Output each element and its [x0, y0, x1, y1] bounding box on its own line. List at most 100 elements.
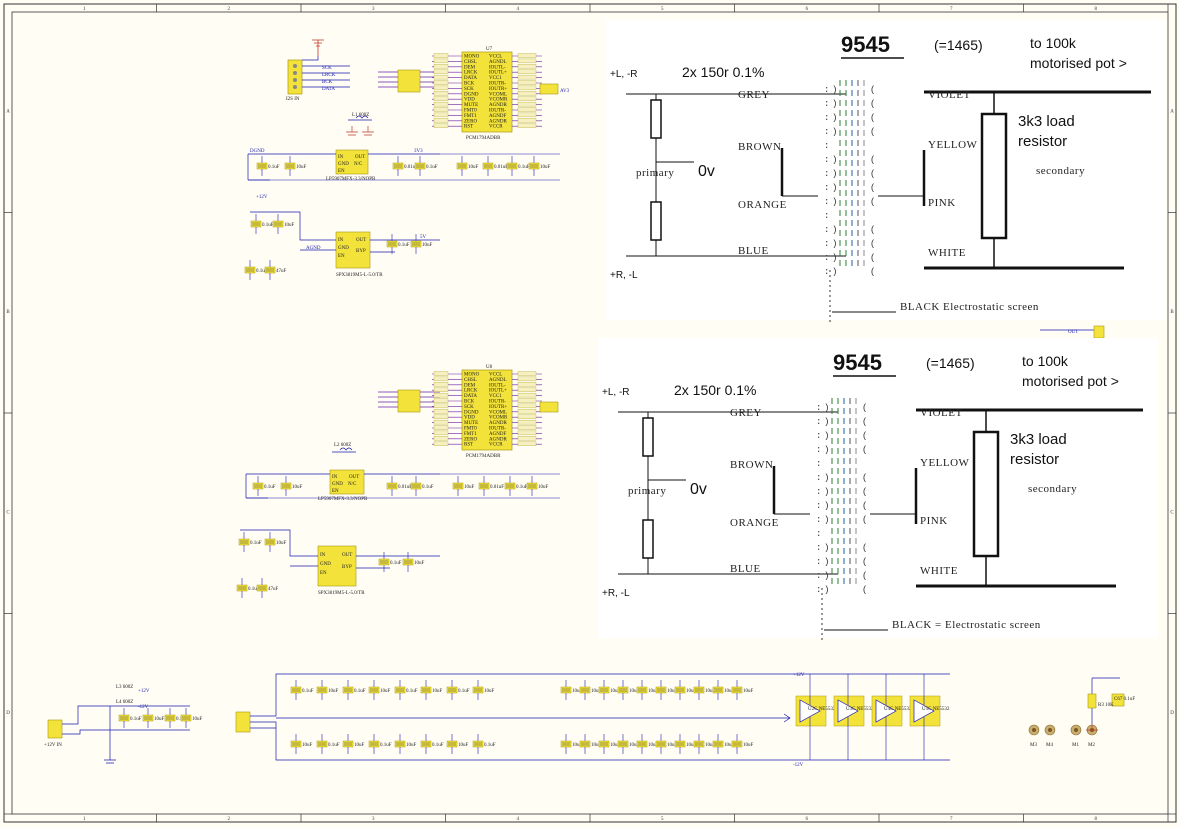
svg-text::: :: [816, 403, 821, 413]
dac-pin-label: VCOML: [489, 410, 507, 415]
capacitor-value: 10uF: [468, 165, 479, 170]
capacitor-value: 10uF: [464, 485, 475, 490]
dac-ref: U7: [486, 47, 493, 52]
svg-text:EN: EN: [320, 571, 327, 576]
dac-pin-label: LRCK: [464, 71, 478, 76]
header-label: I2S IN: [286, 97, 300, 102]
capacitor-value: 0.01uF: [494, 165, 508, 170]
svg-text::: :: [816, 459, 821, 469]
i2s-header: SCK LRCK BCK DATA I2S IN: [286, 39, 350, 102]
power-in-connector: [47, 719, 63, 739]
capacitor-value: 10uF: [629, 743, 640, 748]
capacitor-value: 0.1uF: [354, 689, 366, 694]
wire-color-label: VIOLET: [928, 89, 971, 101]
dac-pin-label: DATA: [464, 394, 477, 399]
capacitor-value: 10uF: [458, 743, 469, 748]
svg-text::: :: [824, 169, 829, 179]
capacitor-value: 0.1uF: [432, 743, 444, 748]
primary-label: primary: [636, 167, 674, 179]
svg-text:): ): [824, 431, 829, 441]
dac-pin-label: VCOML: [489, 92, 507, 97]
svg-text:): ): [832, 197, 837, 207]
svg-text:(: (: [862, 501, 867, 511]
svg-text:): ): [824, 543, 829, 553]
dac-pin-label: VCC1: [489, 394, 502, 399]
svg-text:(: (: [870, 239, 875, 249]
resistor-array: [397, 69, 421, 93]
capacitor-value: 0.1uF: [380, 743, 392, 748]
opamp-label: U2C NE5532: [808, 707, 836, 712]
transformer-title: 9545: [841, 32, 890, 57]
mount-hole-label: M2: [1088, 743, 1095, 748]
capacitor-value: 0.1uF: [264, 485, 276, 490]
zone-number: 5: [661, 817, 664, 822]
svg-text:-12V: -12V: [793, 763, 804, 768]
zone-number: 7: [950, 7, 953, 12]
svg-text:EN: EN: [338, 254, 345, 259]
diagram-panel: [606, 20, 1166, 320]
dac-pin-label: VCC1: [489, 76, 502, 81]
capacitor-value: 0.1uF: [406, 689, 418, 694]
zone-letter: A: [1170, 109, 1174, 114]
svg-text:AGND: AGND: [306, 246, 321, 251]
svg-text:(: (: [862, 487, 867, 497]
capacitor-value: 0.01uF: [490, 485, 504, 490]
load-resistor-symbol: [972, 430, 1000, 558]
ratio-note: (=1465): [926, 355, 975, 371]
capacitor-value: 0.01uF: [398, 485, 412, 490]
capacitor-value: 10uF: [610, 689, 621, 694]
svg-text::: :: [816, 571, 821, 581]
capacitor-value: 0.1uF: [302, 689, 314, 694]
dac-pin-label: AGNDR: [489, 103, 507, 108]
svg-text:(: (: [862, 585, 867, 595]
screen-label: BLACK = Electrostatic screen: [892, 619, 1041, 631]
dac-pin-label: IOUTR-: [489, 400, 506, 405]
capacitor-value: 0.1uF: [390, 561, 402, 566]
svg-text:+12V: +12V: [256, 195, 268, 200]
svg-text:(: (: [870, 183, 875, 193]
dac-part-number: PCM1794ADBR: [466, 136, 501, 141]
ferrite-label: L1 600Z: [352, 113, 369, 118]
regulator-part: LP5907MFX-3.3/NOPB: [326, 177, 376, 182]
capacitor-value: 0.1uF: [426, 165, 438, 170]
wire-color-label: ORANGE: [738, 199, 787, 211]
dac-pin-label: SCK: [464, 405, 474, 410]
svg-text:): ): [832, 225, 837, 235]
zone-letter: B: [1170, 310, 1174, 315]
wire-color-label: WHITE: [928, 247, 966, 259]
dac-pin-label: AGNDL: [489, 378, 507, 383]
svg-text::: :: [824, 85, 829, 95]
polarity-label: +R, -L: [602, 588, 630, 599]
svg-text::: :: [824, 99, 829, 109]
svg-text:GND: GND: [338, 162, 349, 167]
svg-text:(: (: [862, 515, 867, 525]
resistor-note: 2x 150r 0.1%: [674, 382, 757, 398]
svg-text::: :: [824, 155, 829, 165]
zone-number: 4: [517, 817, 520, 822]
capacitor-value: 10uF: [686, 743, 697, 748]
capacitor-value: 10uF: [406, 743, 417, 748]
diagram-panel: [598, 338, 1158, 638]
zone-number: 7: [950, 817, 953, 822]
svg-text:GND: GND: [320, 562, 331, 567]
capacitor-value: 10uF: [192, 717, 203, 722]
capacitor-value: 10uF: [484, 689, 495, 694]
primary-label: primary: [628, 485, 666, 497]
wire-color-label: YELLOW: [920, 457, 970, 469]
svg-text:LP5907MFX-3.3/NOPB: LP5907MFX-3.3/NOPB: [318, 497, 368, 502]
svg-text:(: (: [862, 543, 867, 553]
svg-text:+12V IN: +12V IN: [44, 743, 62, 748]
svg-text:3V3: 3V3: [414, 149, 423, 154]
svg-text:SPX3819M5-L-5.0/TR: SPX3819M5-L-5.0/TR: [336, 273, 383, 278]
svg-text::: :: [824, 141, 829, 151]
svg-text:): ): [832, 85, 837, 95]
wire-color-label: GREY: [730, 407, 762, 419]
capacitor-value: 10uF: [648, 743, 659, 748]
wire-color-label: VIOLET: [920, 407, 963, 419]
resistor-note: 2x 150r 0.1%: [682, 64, 765, 80]
svg-text:+12V: +12V: [138, 689, 150, 694]
output-connector: OUT: [1040, 325, 1105, 339]
header-pin-label: BCK: [322, 80, 333, 85]
